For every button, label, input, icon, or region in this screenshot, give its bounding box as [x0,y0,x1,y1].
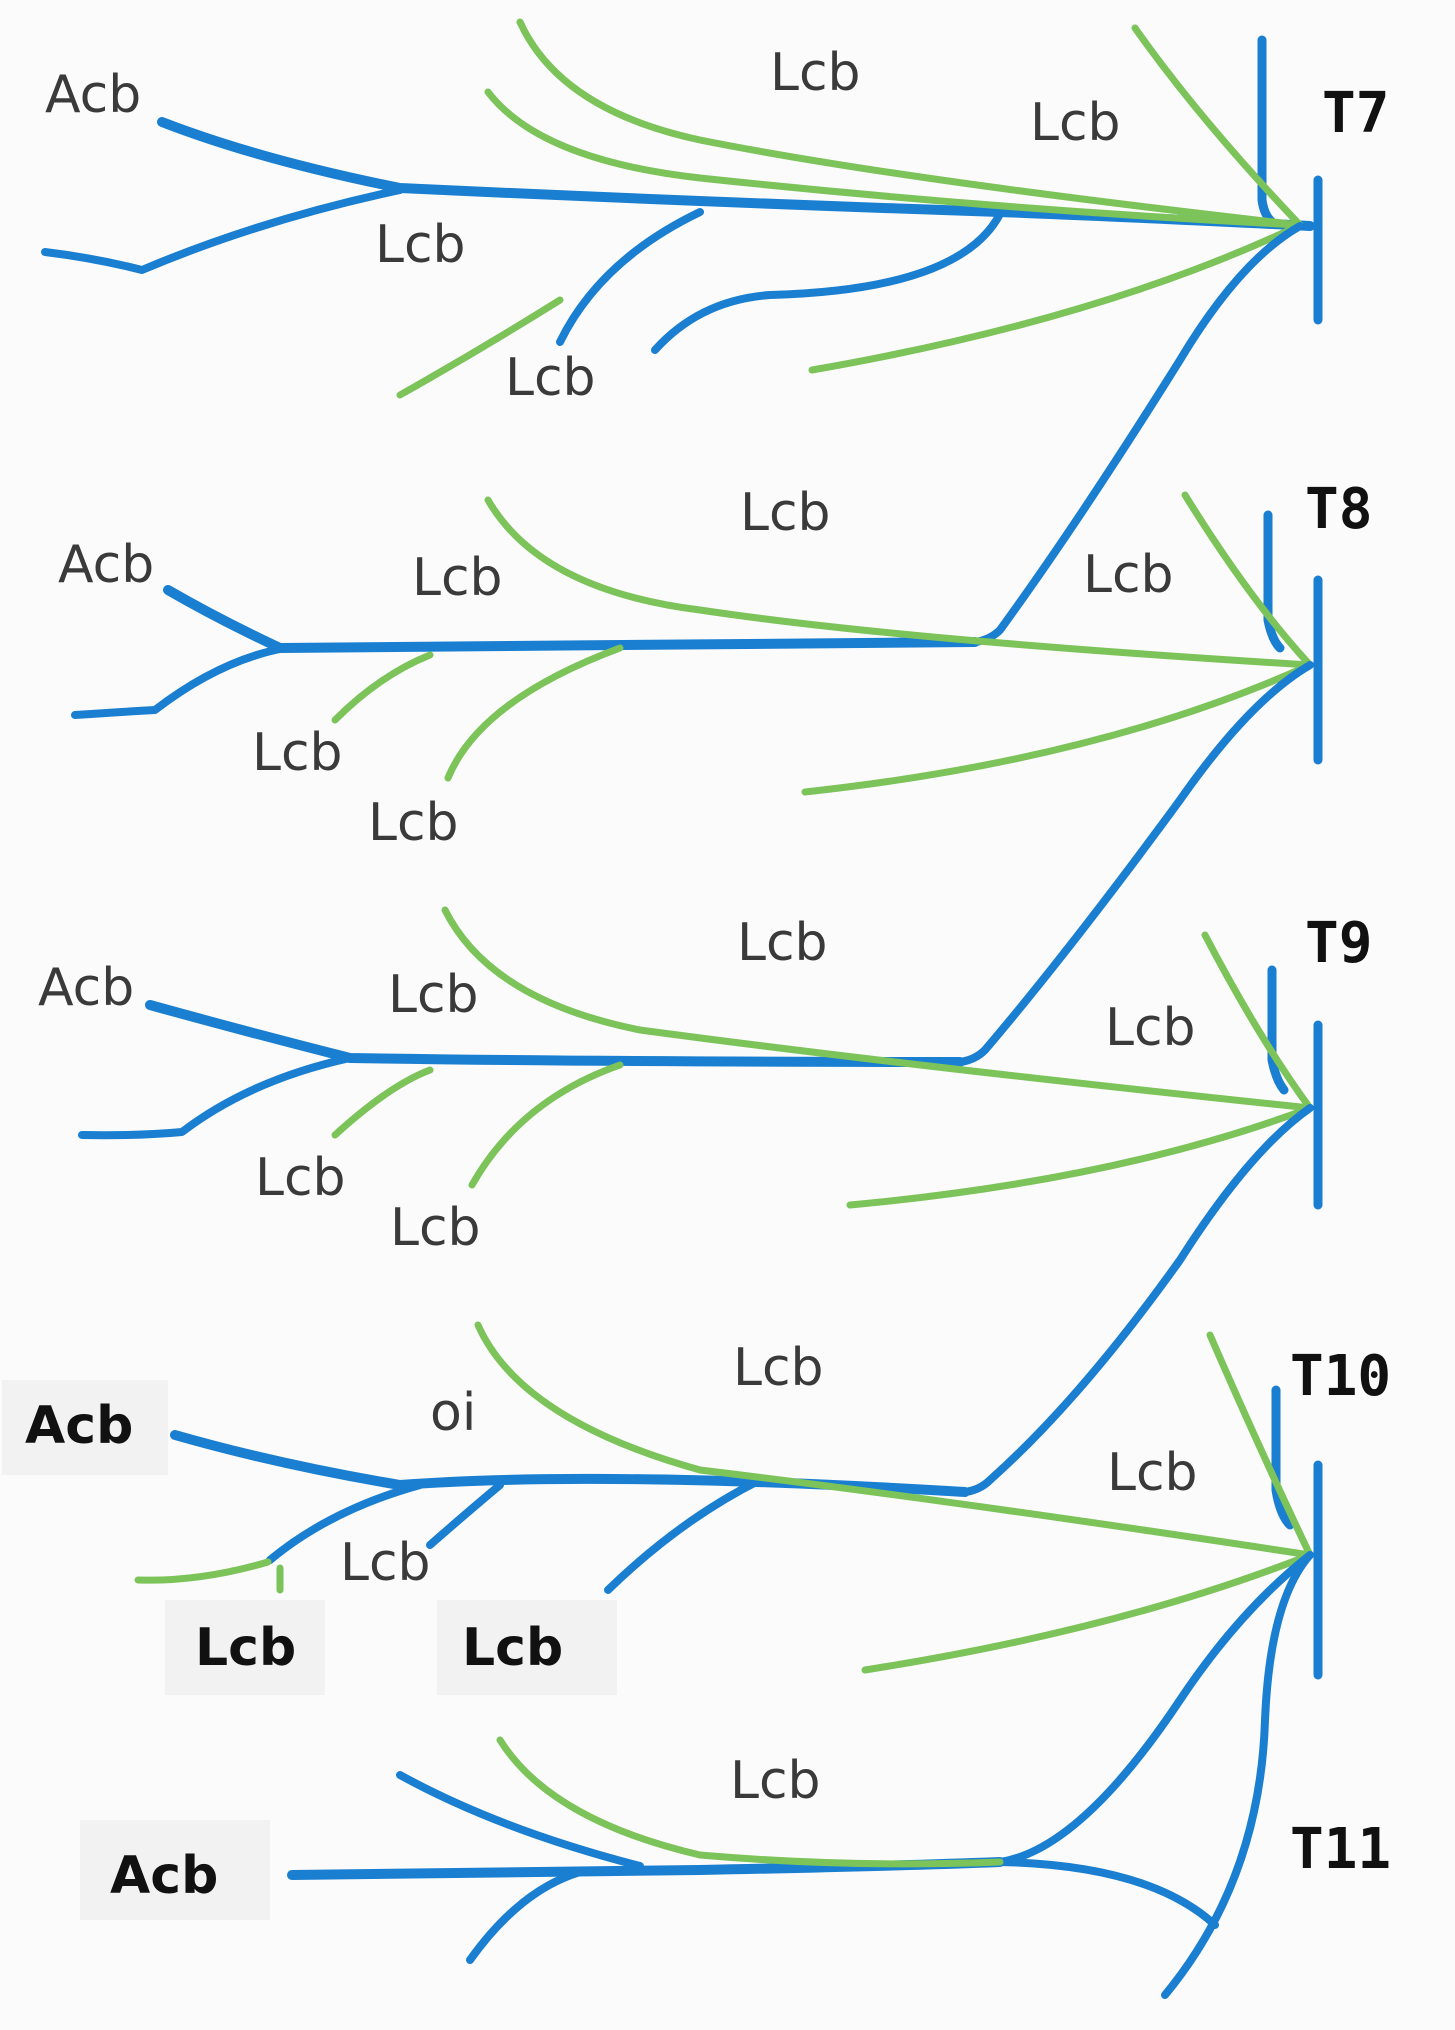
t8-green-1 [331,651,434,724]
t11-acb-box [80,1820,270,1920]
label-t10-lcb-3: Lcb [340,1533,431,1593]
segment-t8 [71,491,1314,1066]
label-t11-lcb-1: Lcb [730,1751,821,1811]
t8-to-t9-connector [956,661,1314,1066]
t9-green-1 [331,1066,434,1139]
label-t7-acb: Acb [45,65,141,125]
t8-green-2 [444,644,624,782]
label-t11-acb: Acb [110,1846,218,1906]
t7-green-1 [516,18,1304,229]
t9-to-t10-connector [961,1104,1314,1496]
segment-label-t11: T11 [1290,1817,1391,1882]
t9-green-4 [1201,931,1314,1112]
label-t8-lcb-2: Lcb [412,548,503,608]
t10-lower-branch-a [266,1481,424,1564]
t10-acb-box [2,1380,168,1475]
t7-branch-b [651,210,1004,354]
label-t10-lcb-5: Lcb [462,1618,563,1678]
t7-to-t8-connector [971,222,1304,646]
t11-green-1 [496,1736,1004,1868]
label-t7-lcb-3: Lcb [375,215,466,275]
segment-t9 [78,906,1314,1496]
spinal-bars [1257,35,1323,1680]
t10-to-t11-connector [996,1551,1314,1866]
segment-label-t10: T10 [1290,1344,1391,1409]
t10-lower-branch-b [426,1481,504,1549]
t9-green-3 [441,906,1314,1112]
segment-labels: T7 T8 T9 T10 T11 [1290,81,1391,1882]
t7-green-3 [1131,24,1304,229]
segment-label-t7: T7 [1322,81,1389,146]
t10-lcb-box-1 [165,1600,325,1695]
label-t10-oi: oi [430,1383,476,1443]
t7-main-trunk [157,117,1315,231]
segment-t11 [80,1736,1219,1964]
t8-green-4 [1181,491,1314,669]
label-t9-lcb-5: Lcb [390,1198,481,1258]
t9-green-2 [468,1061,624,1189]
t7-green-2 [484,88,1304,229]
t9-lower-branch [78,1054,354,1140]
spinal-bar-t9 [1267,965,1289,1095]
label-t9-lcb-1: Lcb [737,913,828,973]
t10-lower-branch-c [604,1476,764,1594]
label-t8-acb: Acb [58,535,154,595]
t9-green-5 [846,1104,1314,1209]
segment-t7 [41,18,1315,646]
label-t8-lcb-3: Lcb [1083,545,1174,605]
t8-green-3 [484,496,1314,669]
label-t7-lcb-2: Lcb [1030,93,1121,153]
label-t9-lcb-3: Lcb [1105,998,1196,1058]
label-t7-lcb-1: Lcb [770,43,861,103]
t10-green-5 [861,1551,1314,1674]
label-t8-lcb-1: Lcb [740,483,831,543]
t7-green-5 [808,221,1304,374]
label-t8-lcb-4: Lcb [252,723,343,783]
t11-lower-branch [466,1868,584,1964]
t10-lcb-box-2 [437,1600,617,1695]
segment-t10 [2,1321,1314,1999]
label-t8-lcb-5: Lcb [368,793,459,853]
t10-main-trunk [170,1430,970,1497]
label-t10-lcb-1: Lcb [733,1338,824,1398]
labels: Acb Lcb Lcb Lcb Lcb Acb Lcb Lcb Lcb Lcb … [25,43,1198,1906]
t9-main-trunk [145,1000,965,1067]
label-t10-lcb-2: Lcb [1107,1443,1198,1503]
label-t9-lcb-4: Lcb [255,1148,346,1208]
t11-right-branch [996,1858,1219,1929]
t10-green-4 [1206,1331,1314,1559]
t10-green-1 [134,1558,272,1584]
t8-main-trunk [163,585,980,653]
t8-green-5 [801,661,1314,796]
segment-label-t8: T8 [1305,477,1372,542]
t7-green-4 [396,296,564,399]
t7-branch-a [556,208,704,346]
t7-lower-branch [41,186,404,274]
label-t9-acb: Acb [38,958,134,1018]
segment-label-t9: T9 [1305,911,1372,976]
t10-green-3 [474,1321,1314,1559]
label-t7-lcb-4: Lcb [505,348,596,408]
label-t9-lcb-2: Lcb [388,965,479,1025]
t8-lower-branch [71,644,289,719]
t10-descending-branch [1161,1551,1314,1999]
label-t10-lcb-4: Lcb [195,1618,296,1678]
label-t10-acb: Acb [25,1396,133,1456]
t11-upper-branch [396,1771,644,1870]
